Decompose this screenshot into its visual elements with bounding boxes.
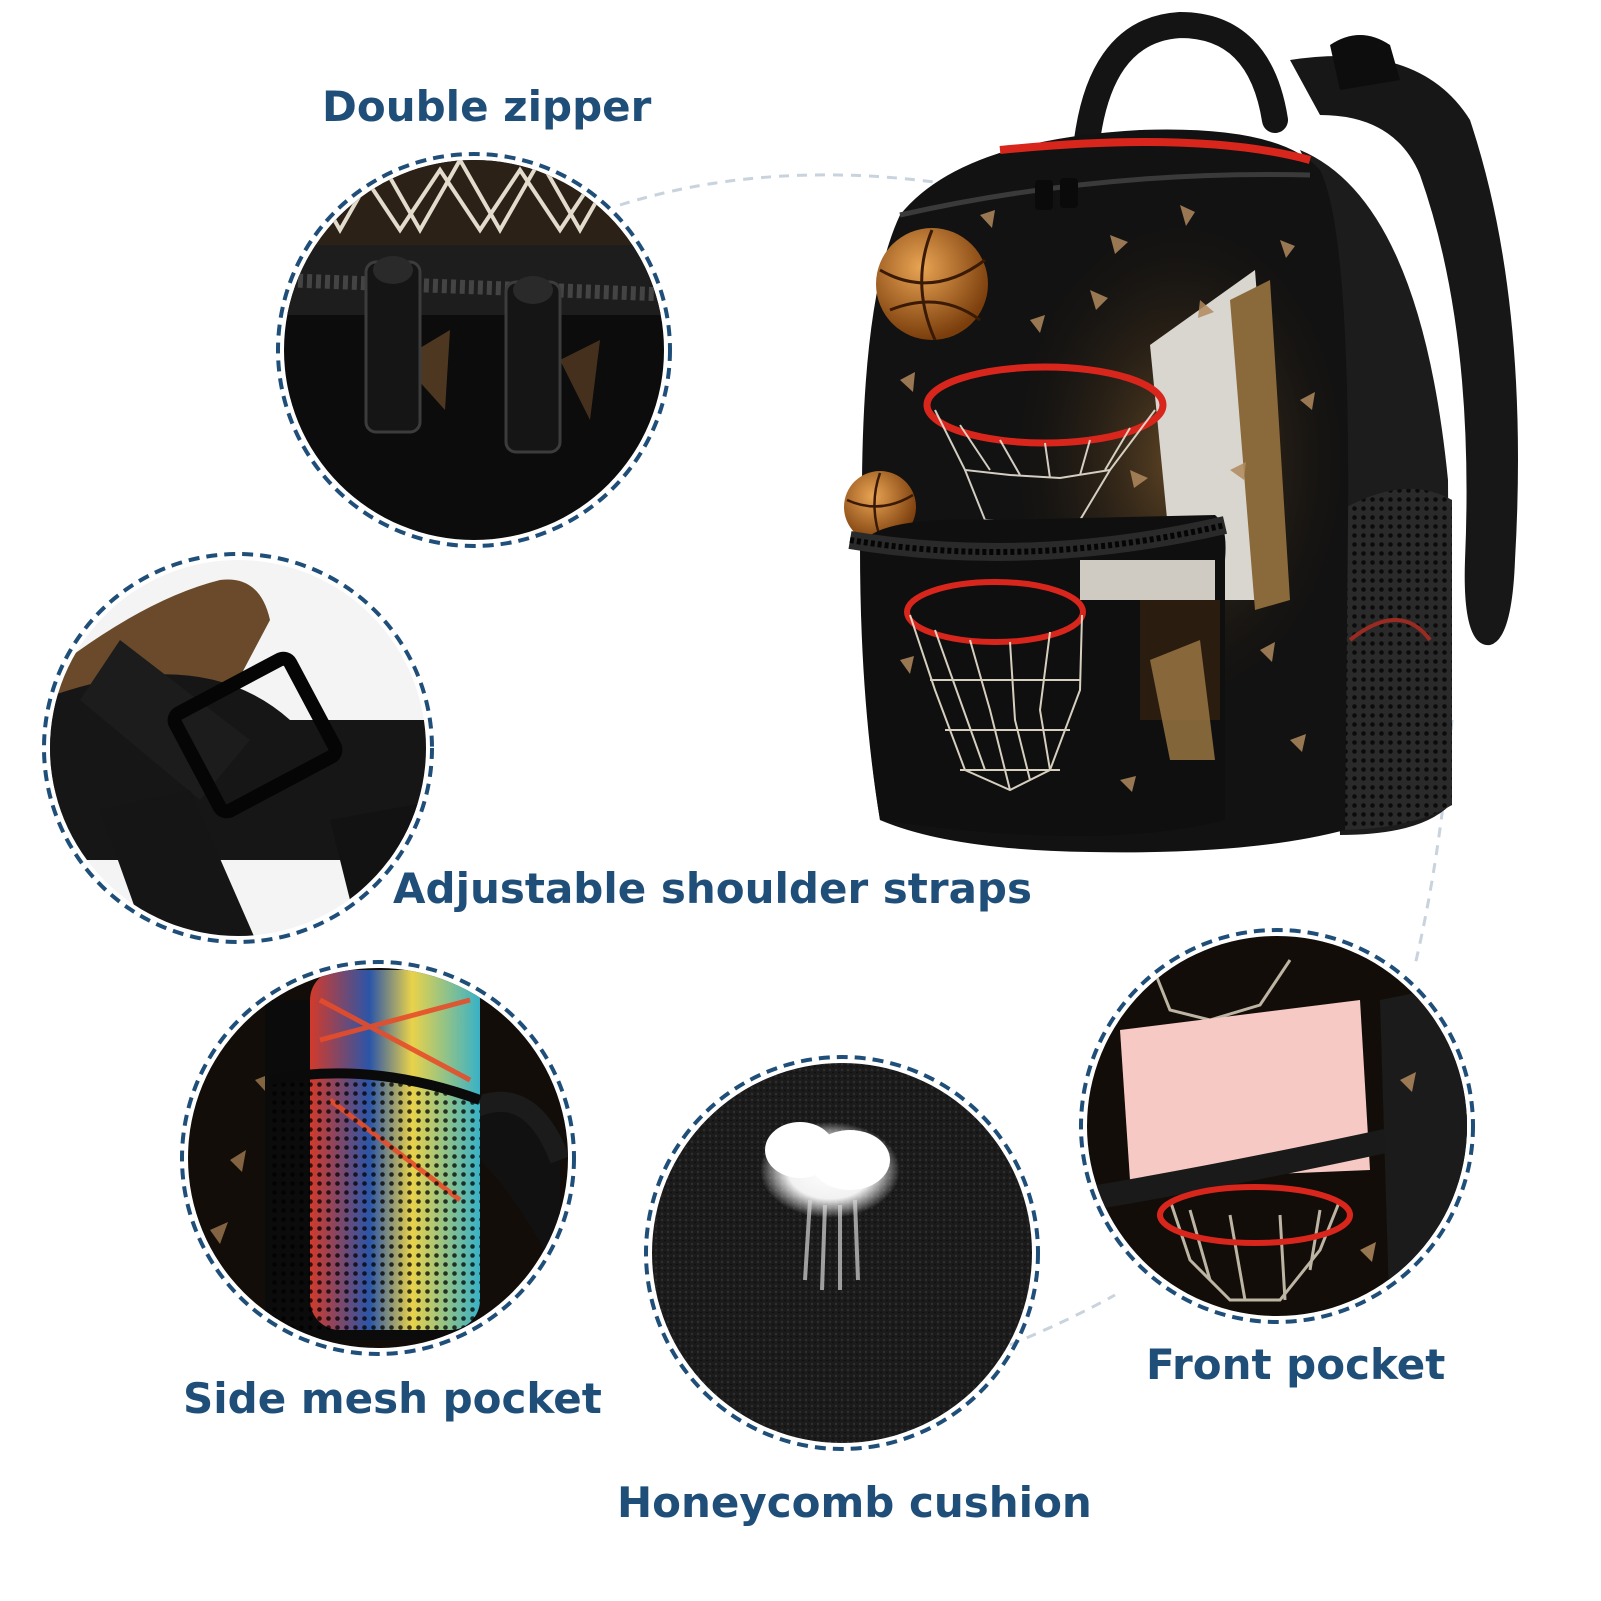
side-mesh-pocket-label: Side mesh pocket bbox=[183, 1374, 602, 1423]
double-zipper-detail-image bbox=[276, 152, 672, 548]
honeycomb-cushion-detail-image bbox=[644, 1055, 1040, 1451]
side-mesh-pocket-detail-image bbox=[180, 960, 576, 1356]
honeycomb-cushion-label: Honeycomb cushion bbox=[617, 1478, 1092, 1527]
shoulder-straps-detail-image bbox=[42, 552, 434, 944]
front-pocket-detail-image bbox=[1079, 928, 1475, 1324]
backpack-product-image bbox=[844, 11, 1518, 853]
double-zipper-label: Double zipper bbox=[322, 82, 652, 131]
connector-lines bbox=[619, 173, 1454, 1347]
shoulder-straps-label: Adjustable shoulder straps bbox=[393, 864, 1032, 913]
front-pocket-label: Front pocket bbox=[1146, 1340, 1446, 1389]
